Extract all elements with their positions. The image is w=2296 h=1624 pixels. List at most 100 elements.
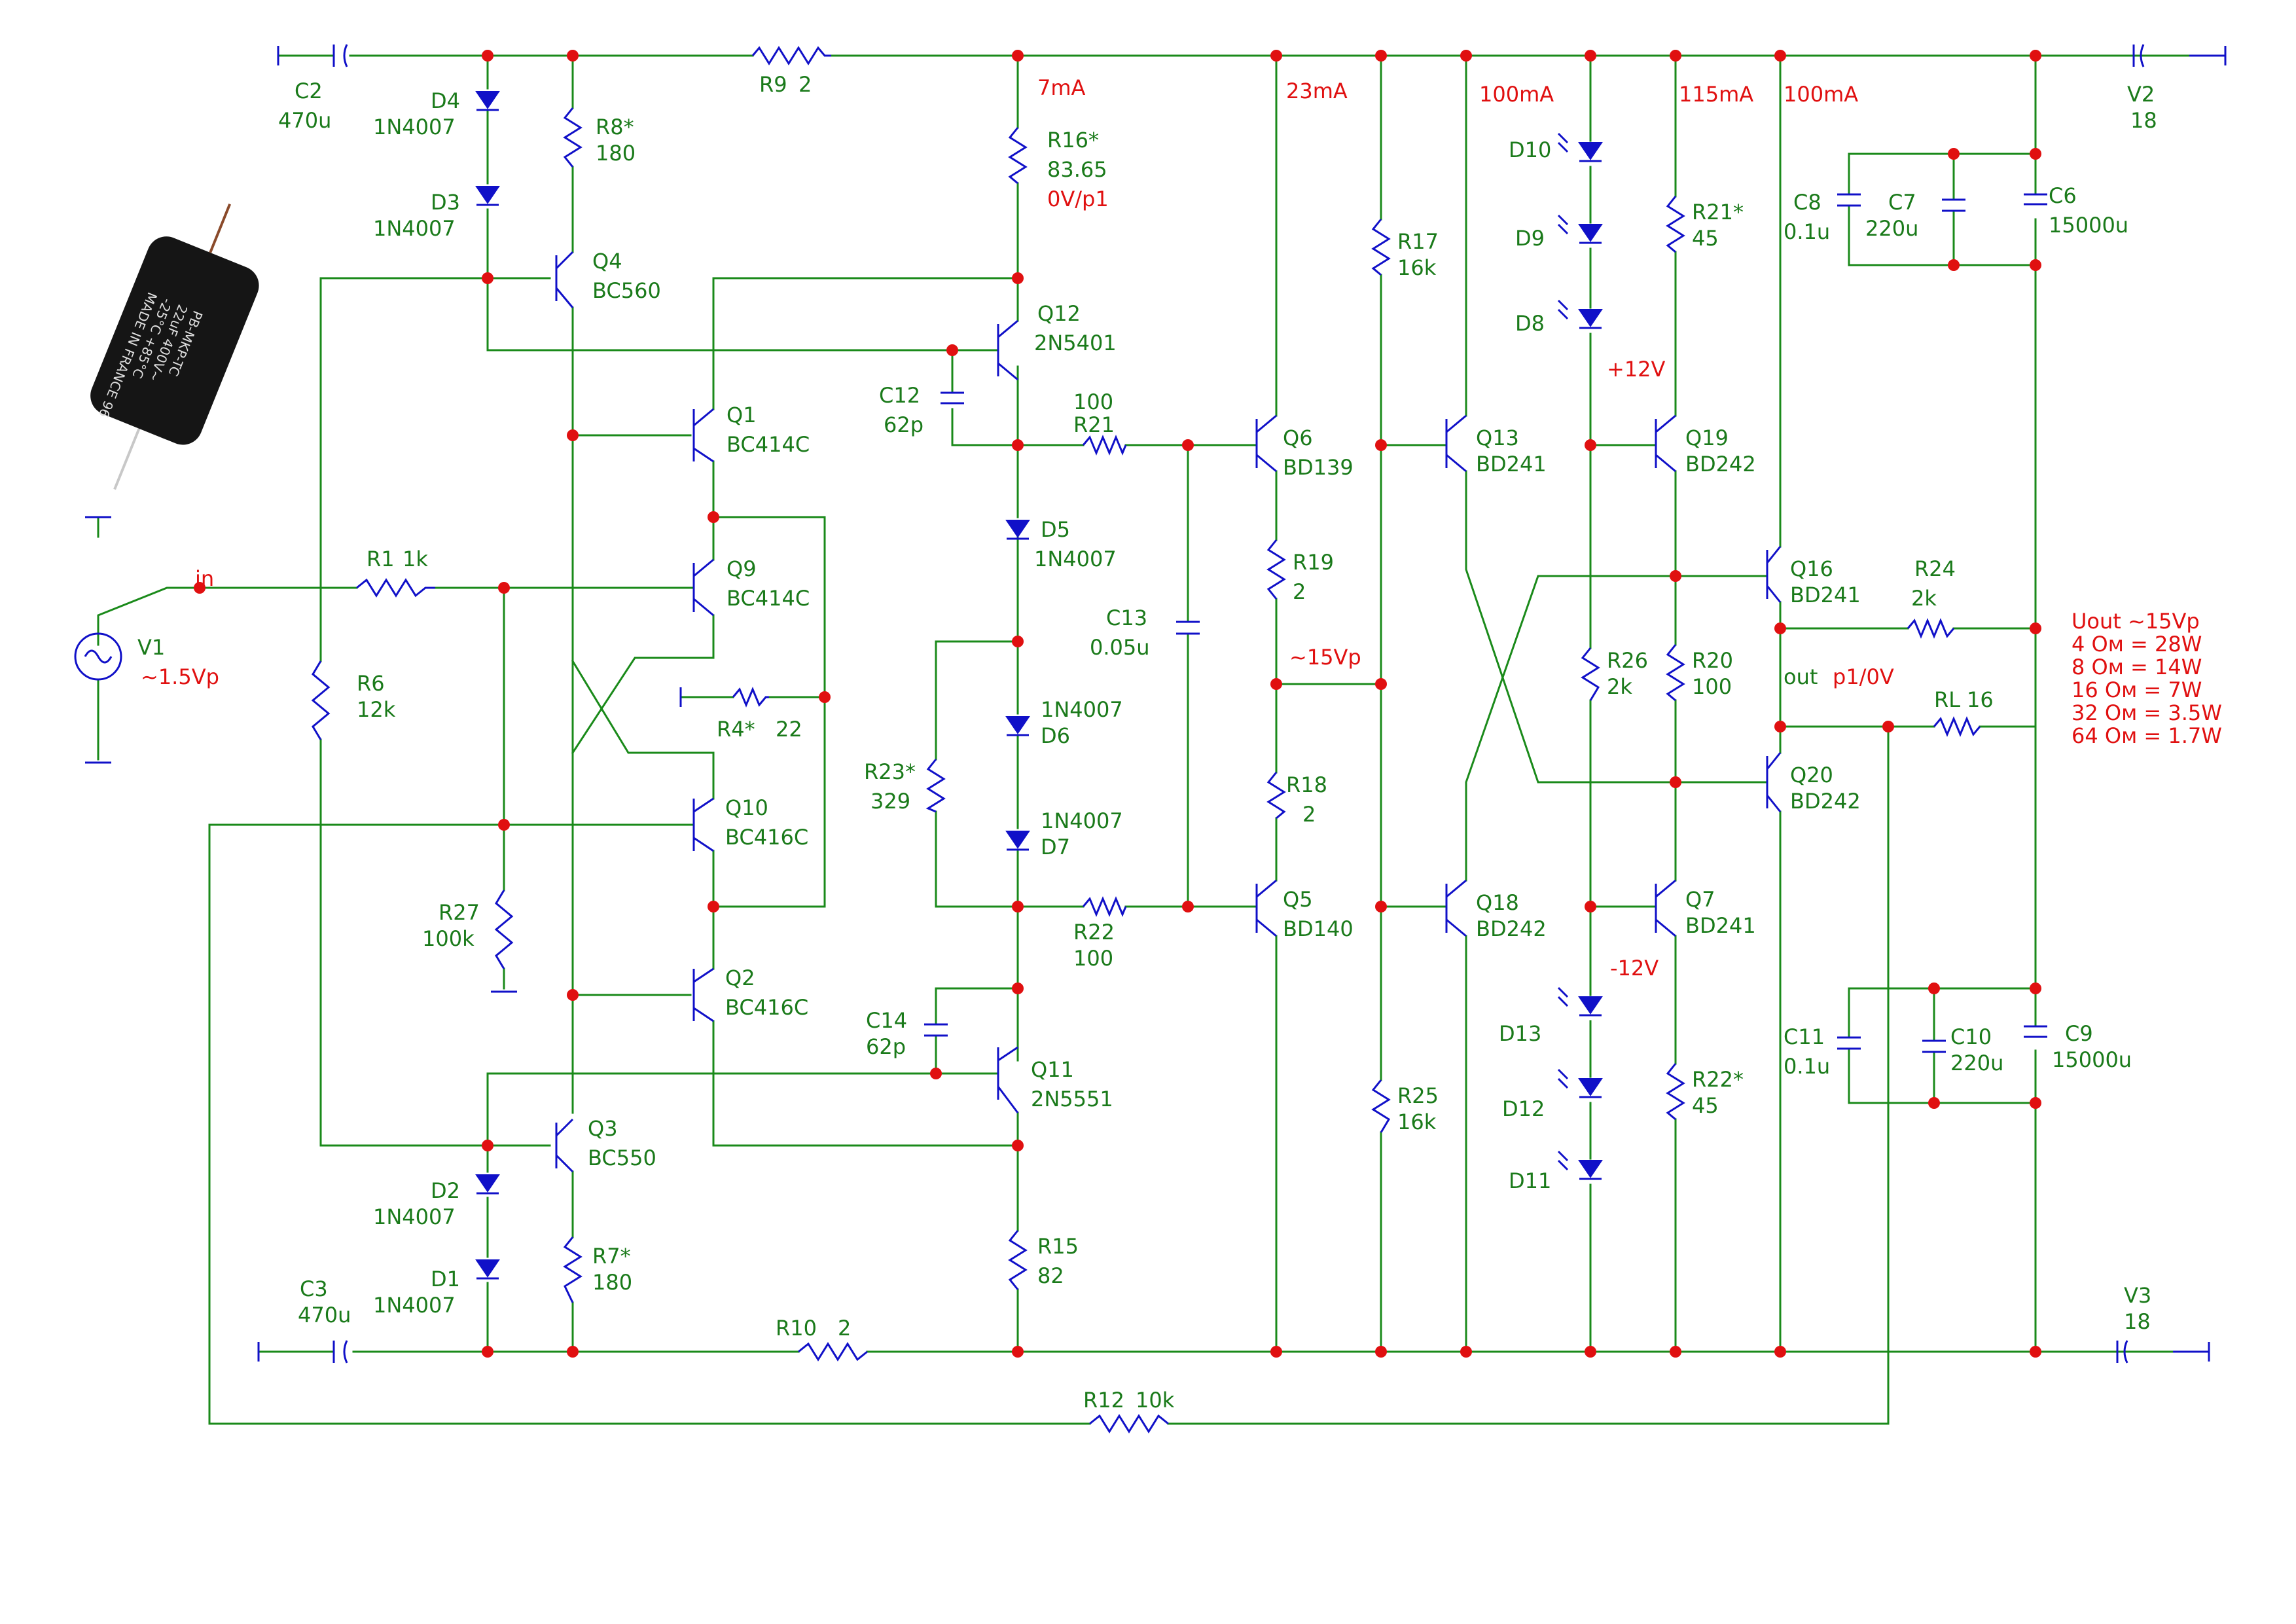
q12-name: Q12 [1037,301,1081,326]
c9-name: C9 [2065,1021,2093,1046]
q1-name: Q1 [726,403,757,427]
v1-value: ~1.5Vp [141,664,219,689]
r26-value: 2k [1607,674,1632,699]
q4-name: Q4 [592,249,622,274]
r24-value: 2k [1911,586,1937,611]
c8-name: C8 [1793,190,1821,215]
q11-value: 2N5551 [1031,1087,1113,1111]
d6-name: D6 [1041,723,1070,748]
d4-value: 1N4007 [373,115,456,139]
d7-value: 1N4007 [1041,808,1123,833]
r25-value: 16k [1397,1110,1437,1134]
d3-name: D3 [431,190,460,215]
d1-name: D1 [431,1267,460,1291]
q11-name: Q11 [1031,1057,1074,1082]
nodes [194,50,2041,1358]
c13-name: C13 [1106,605,1147,630]
q13-name: Q13 [1476,425,1519,450]
q9-name: Q9 [726,556,757,581]
d8-name: D8 [1515,311,1545,336]
c10-name: C10 [1950,1024,1992,1049]
r24-name: R24 [1914,556,1956,581]
d4-name: D4 [431,88,460,113]
c3-value: 470u [298,1303,351,1327]
labels: C2 470u C3 470u V2 18 V3 18 D4 1N4007 D3… [137,72,2222,1413]
q5-name: Q5 [1283,887,1313,912]
r1-name: R1 [367,547,395,571]
current-115ma: 115mA [1679,82,1753,107]
c7-value: 220u [1865,216,1918,241]
r1-value: 1k [403,547,428,571]
q7-value: BD241 [1685,913,1756,938]
c12-value: 62p [884,412,924,437]
r10-name: R10 [776,1316,817,1341]
d1-value: 1N4007 [373,1293,456,1318]
q20-name: Q20 [1790,763,1833,787]
q10-value: BC416C [725,825,808,850]
c10-value: 220u [1950,1051,2003,1075]
r27-name: R27 [439,900,480,925]
r9-value: 2 [798,72,812,97]
v3-name: V3 [2124,1283,2151,1308]
q13-value: BD241 [1476,452,1547,477]
uout-line-3: 8 Ом = 14W [2072,655,2202,679]
diodes [475,91,1603,1280]
r21s-name: R21* [1692,200,1744,225]
r16-note: 0V/p1 [1047,187,1109,211]
v2-value: 18 [2130,108,2157,133]
resistors [311,46,1981,1434]
r8-value: 180 [596,141,636,166]
ac-source [74,632,122,681]
q19-name: Q19 [1685,425,1729,450]
c6-value: 15000u [2049,213,2128,238]
d9-name: D9 [1515,226,1545,251]
r27-value: 100k [422,926,475,951]
c14-name: C14 [866,1008,907,1033]
current-7ma: 7mA [1037,75,1086,100]
rl-name: RL [1934,687,1960,712]
input-label: in [195,566,214,591]
c7-name: C7 [1888,190,1916,215]
r12-name: R12 [1083,1388,1124,1413]
d5-name: D5 [1041,517,1070,542]
uout-line-2: 4 Ом = 28W [2072,632,2202,657]
r21-name: R21 [1073,412,1115,437]
d2-value: 1N4007 [373,1204,456,1229]
transistors [555,251,1782,1173]
r23-name: R23* [864,759,916,784]
v3-value: 18 [2124,1309,2151,1334]
q12-value: 2N5401 [1034,331,1117,355]
q1-value: BC414C [726,432,810,457]
r10-value: 2 [838,1316,851,1341]
c11-name: C11 [1784,1024,1825,1049]
output-label: out [1784,664,1818,689]
r7-name: R7* [592,1244,631,1269]
voltage-15vp: ~15Vp [1289,645,1361,670]
r23-value: 329 [870,789,910,814]
c13-value: 0.05u [1090,635,1150,660]
rl-value: 16 [1967,687,1994,712]
q6-value: BD139 [1283,455,1354,480]
r22s-value: 45 [1692,1093,1719,1118]
q5-value: BD140 [1283,916,1354,941]
capacitor-photo: PB-MKP-TC 22uF 400V~ -25°C +85°C MADE IN… [90,203,259,490]
q20-value: BD242 [1790,789,1861,814]
d10-name: D10 [1509,137,1551,162]
c12-name: C12 [879,383,920,408]
q2-value: BC416C [725,995,808,1020]
r20-value: 100 [1692,674,1732,699]
uout-line-1: Uout ~15Vp [2072,609,2200,634]
d5-value: 1N4007 [1034,547,1117,571]
c9-value: 15000u [2052,1047,2132,1072]
r9-name: R9 [759,72,787,97]
voltage-plus12: +12V [1607,357,1666,382]
current-100ma-a: 100mA [1479,82,1554,107]
r22-value: 100 [1073,946,1113,971]
c6-name: C6 [2049,183,2077,208]
r8-name: R8* [596,115,634,139]
c14-value: 62p [866,1034,906,1059]
r4-value: 22 [776,717,802,742]
q6-name: Q6 [1283,425,1313,450]
d13-name: D13 [1499,1021,1541,1046]
